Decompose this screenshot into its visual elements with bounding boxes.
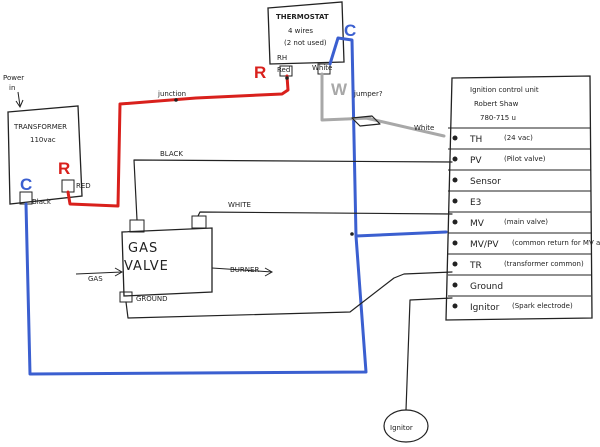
ignition-terminal-note: (Spark electrode) — [512, 302, 573, 310]
ignition-terminal-note: (Pilot valve) — [504, 155, 546, 163]
gas-valve-ground-label: GROUND — [136, 295, 168, 303]
ignition-terminal-note: (transformer common) — [504, 260, 584, 268]
power-in-label-2: in — [9, 84, 15, 92]
transformer-box — [7, 105, 83, 205]
ignition-terminal-label: MV/PV — [470, 240, 499, 250]
ignition-terminal-dot — [452, 177, 458, 183]
power-in-arrowhead — [15, 99, 24, 109]
gas-valve-terminal-ground — [119, 291, 133, 303]
ignition-terminal-note: (common return for MV and PV) — [512, 239, 600, 247]
badge-w-thermostat: W — [331, 80, 348, 99]
ignition-unit-title-2: Robert Shaw — [474, 100, 519, 108]
ignition-terminal-dot — [452, 303, 458, 309]
ignition-terminal-label: TR — [469, 261, 482, 271]
black-wire-label: BLACK — [160, 150, 183, 158]
ignition-terminal-label: E3 — [470, 198, 481, 208]
ignition-terminal-dot — [452, 156, 458, 162]
white-ignition-wire-label: White — [414, 124, 434, 132]
ignition-terminal-dot — [452, 219, 458, 225]
transformer-title: TRANSFORMER — [13, 123, 67, 131]
badge-c-transformer: C — [20, 175, 32, 194]
thermostat-title: THERMOSTAT — [276, 13, 329, 21]
burner-arrow — [211, 267, 273, 273]
wire-junction-dot — [350, 232, 354, 236]
gas-valve-box — [121, 227, 213, 297]
transformer-red-label: RED — [76, 182, 91, 190]
thermostat-terminal-w — [317, 63, 331, 75]
ignition-unit-box — [445, 75, 593, 321]
power-in-label-1: Power — [3, 74, 24, 82]
gray-wire-white — [320, 72, 446, 138]
black-wire-ground — [125, 271, 453, 319]
thermostat-note-1: 4 wires — [288, 27, 313, 35]
ignition-unit-title-1: Ignition control unit — [470, 86, 539, 94]
gas-in-arrowhead — [114, 267, 124, 277]
ignition-terminal-label: TH — [469, 135, 482, 145]
thermostat-terminal-w-label: White — [312, 64, 332, 72]
ignition-terminal-dot — [452, 240, 458, 246]
ignition-terminal-label: Sensor — [470, 177, 501, 187]
ignition-unit-title-3: 780-715 u — [480, 114, 516, 122]
badge-r-transformer: R — [58, 159, 70, 178]
ignition-terminal-label: PV — [470, 156, 482, 166]
blue-wire-common — [24, 36, 448, 376]
gas-valve: GAS VALVE GAS BURNER GROUND — [75, 215, 274, 303]
thermostat-note-2: (2 not used) — [284, 39, 327, 47]
thermostat: THERMOSTAT 4 wires (2 not used) RH Red W… — [267, 1, 345, 77]
ignitor-bulb-label: Ignitor — [390, 424, 413, 432]
gas-valve-terminal-white — [191, 215, 207, 229]
transformer-terminal-red — [61, 179, 75, 193]
ignition-terminal-label: Ground — [470, 282, 503, 292]
black-wire-pv — [133, 159, 453, 221]
power-in-arrow — [17, 91, 21, 107]
transformer-voltage: 110vac — [30, 136, 56, 144]
ignition-terminal-dot — [452, 135, 458, 141]
gas-in-arrow — [75, 271, 123, 275]
red-junction-label: junction — [157, 90, 186, 98]
badge-r-thermostat: R — [254, 63, 266, 82]
ignition-terminal-label: MV — [470, 219, 485, 229]
gas-valve-terminal-black — [129, 219, 145, 233]
ignition-terminal-dot — [452, 261, 458, 267]
red-wire — [66, 74, 290, 208]
black-wire-white-gas — [197, 211, 453, 217]
black-wire-ignitor — [405, 297, 453, 411]
ignition-terminal-dot — [452, 282, 458, 288]
thermostat-terminal-r-label: RH — [277, 54, 287, 62]
ignitor-bulb: Ignitor — [383, 409, 429, 443]
transformer: Power in TRANSFORMER 110vac RED Black — [3, 74, 91, 206]
ignition-terminal-note: (24 vac) — [504, 134, 533, 142]
gas-in-label: GAS — [88, 275, 103, 283]
black-wire-jumper — [351, 115, 381, 127]
wire-junction-dot — [285, 76, 289, 80]
burner-label: BURNER — [230, 266, 259, 274]
gas-valve-title-2: VALVE — [124, 259, 169, 274]
wires — [24, 36, 453, 411]
ignition-terminal-dot — [452, 198, 458, 204]
burner-arrowhead — [264, 267, 274, 277]
ignition-terminal-label: Ignitor — [470, 303, 500, 313]
gas-valve-title-1: GAS — [128, 241, 158, 256]
thermostat-box — [267, 1, 345, 65]
wire-junction-dot — [174, 98, 178, 102]
badge-c-thermostat: C — [344, 21, 356, 40]
transformer-black-label: Black — [32, 198, 52, 206]
white-gas-wire-label: WHITE — [228, 201, 251, 209]
jumper-label: jumper? — [353, 90, 383, 98]
ignition-control-unit: Ignition control unit Robert Shaw 780-71… — [445, 75, 600, 321]
ignition-terminal-note: (main valve) — [504, 218, 548, 226]
thermostat-terminal-r2-label: Red — [277, 66, 290, 74]
